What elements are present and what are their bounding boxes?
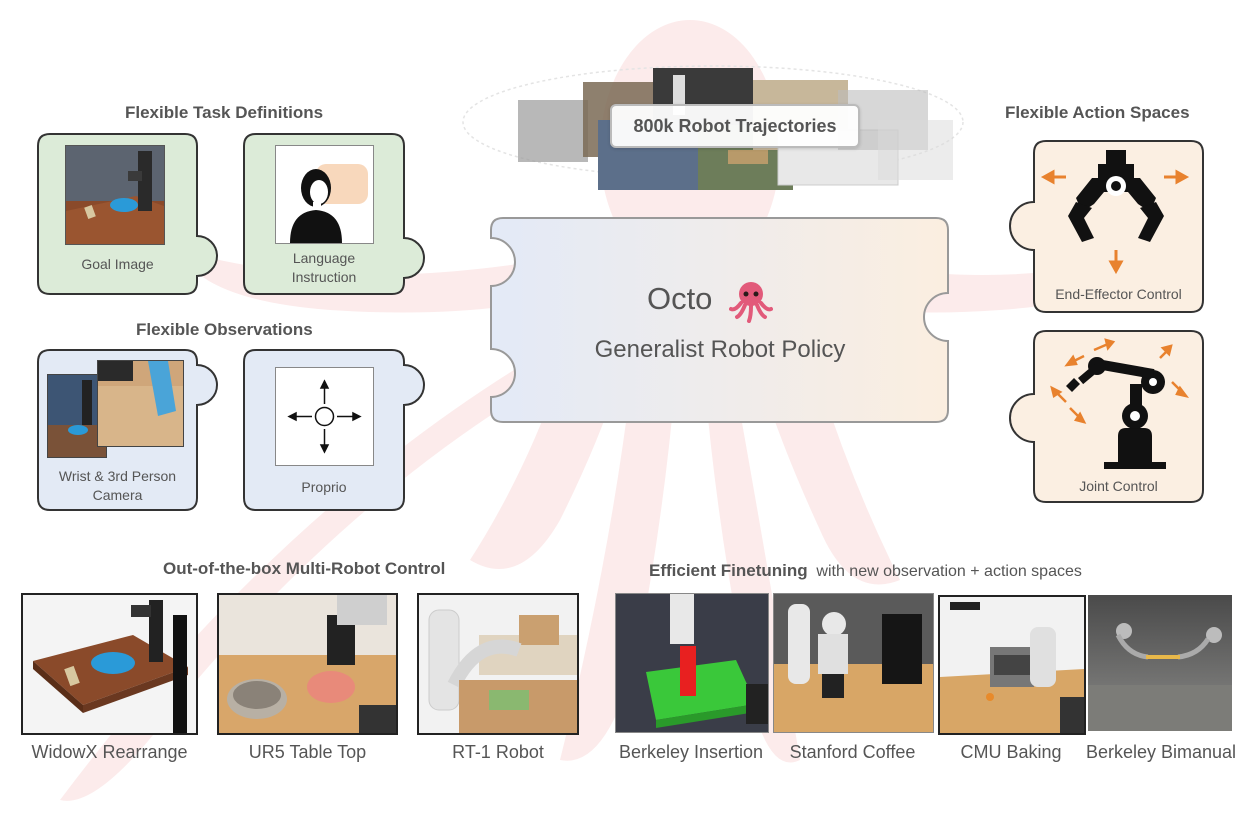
finetuning-title-rest: with new observation + action spaces xyxy=(816,563,1082,580)
cmu-baking-photo xyxy=(938,595,1086,735)
joint-control-label: Joint Control xyxy=(1079,478,1158,494)
wrist-label-line2: Camera xyxy=(92,487,143,503)
proprio-arrows-icon xyxy=(287,379,362,454)
language-label: Language Instruction xyxy=(244,249,404,287)
stanford-coffee-photo xyxy=(773,593,934,733)
language-label-line2: Instruction xyxy=(291,269,357,285)
berkeley-bimanual-photo xyxy=(1088,595,1232,731)
robot-arm-icon xyxy=(1050,338,1190,469)
octo-name: Octo xyxy=(646,281,713,317)
octo-title: Octo xyxy=(600,279,820,323)
action-spaces-title: Flexible Action Spaces xyxy=(1005,103,1190,122)
octopus-icon xyxy=(729,282,774,323)
third-person-photo xyxy=(47,374,107,458)
goal-image-photo xyxy=(65,145,165,245)
robot-label-berkeley-insertion: Berkeley Insertion xyxy=(618,742,764,762)
center-piece xyxy=(490,217,949,423)
language-instruction-box xyxy=(275,145,374,244)
wrist-camera-label: Wrist & 3rd Person Camera xyxy=(38,467,197,505)
proprio-box xyxy=(275,367,374,466)
wrist-label-line1: Wrist & 3rd Person xyxy=(58,468,177,484)
multi-robot-title: Out-of-the-box Multi-Robot Control xyxy=(163,559,446,578)
trajectories-banner: 800k Robot Trajectories xyxy=(610,104,860,148)
octo-subtitle: Generalist Robot Policy xyxy=(594,336,846,363)
robot-label-cmu-baking: CMU Baking xyxy=(960,742,1062,762)
robot-label-stanford-coffee: Stanford Coffee xyxy=(789,742,916,762)
robot-label-ur5: UR5 Table Top xyxy=(248,742,367,762)
gripper-icon xyxy=(1040,150,1190,275)
rt1-photo xyxy=(417,593,579,735)
goal-image-label: Goal Image xyxy=(81,256,154,272)
wrist-camera-photo xyxy=(97,360,184,447)
proprio-label: Proprio xyxy=(301,479,347,495)
end-effector-piece xyxy=(1009,140,1204,313)
robot-label-rt1: RT-1 Robot xyxy=(452,742,544,762)
finetuning-title: Efficient Finetuning with new observatio… xyxy=(649,561,1082,581)
robot-label-widowx: WidowX Rearrange xyxy=(31,742,188,762)
end-effector-label: End-Effector Control xyxy=(1055,286,1182,302)
language-label-line1: Language xyxy=(292,250,356,266)
observations-title: Flexible Observations xyxy=(136,320,313,339)
task-definitions-title: Flexible Task Definitions xyxy=(125,103,324,122)
robot-label-berkeley-bimanual: Berkeley Bimanual xyxy=(1085,742,1237,762)
ur5-photo xyxy=(217,593,398,735)
berkeley-insertion-photo xyxy=(615,593,769,733)
person-speaking-icon xyxy=(290,164,368,243)
widowx-photo xyxy=(21,593,198,735)
finetuning-title-bold: Efficient Finetuning xyxy=(649,561,808,580)
